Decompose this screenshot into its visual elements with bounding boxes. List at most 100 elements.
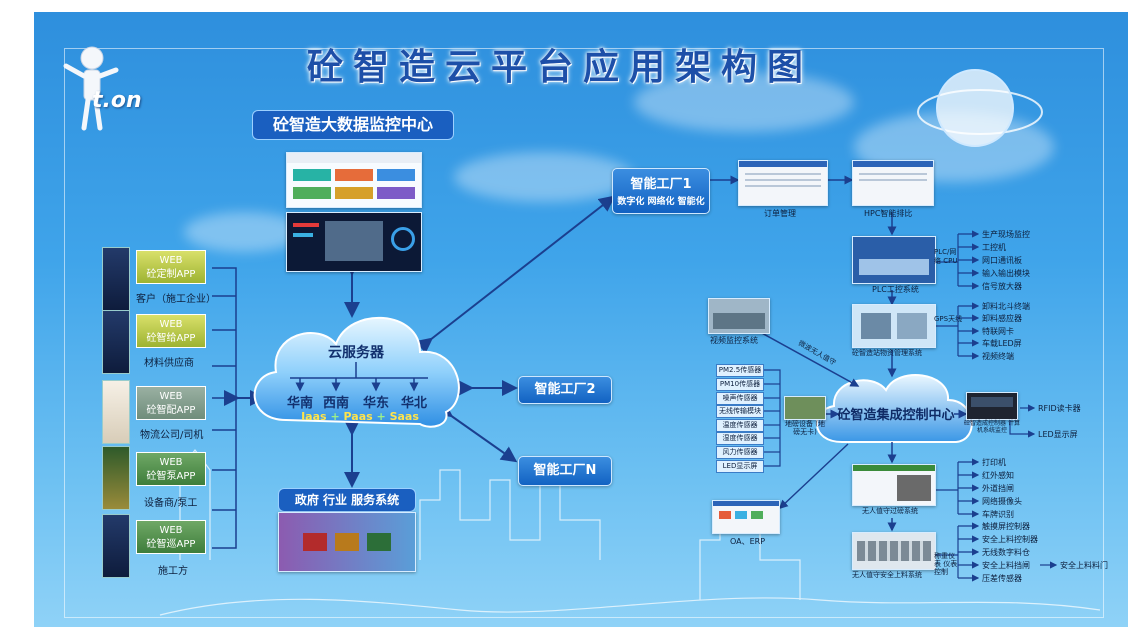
plc-item-3: 网口通讯板 [982, 256, 1022, 265]
mascot-logo: t.on [62, 44, 142, 136]
rfid-panel-note: 砼智造成控制器 计算机系统监控 [964, 420, 1020, 434]
plc-screenshot [852, 236, 936, 284]
factory-1-subtitle: 数字化 网络化 智能化 [617, 197, 705, 207]
brand-logo-text: t.on [92, 88, 142, 113]
station-item-2: 卸料感应器 [982, 314, 1022, 323]
rfid-screenshot [966, 392, 1018, 420]
factory-n-box: 智能工厂N [518, 456, 612, 486]
safety-caption: 无人值守安全上料系统 [852, 571, 922, 579]
app-phone-5 [102, 514, 130, 578]
station-item-5: 视频终端 [982, 352, 1014, 361]
region-south: 华南 [286, 396, 313, 411]
app-box-1: WEB 砼定制APP [136, 250, 206, 284]
integration-center-label: 砼智造集成控制中心 [837, 408, 955, 423]
sensor-1: PM2.5传感器 [716, 364, 764, 377]
plc-side-note: PLC/网络 CPU [934, 248, 958, 265]
unmanned-caption: 无人值守过磅系统 [862, 507, 918, 515]
globe-icon [917, 69, 1043, 147]
safety-item-3: 无线数字料仓 [982, 548, 1030, 557]
cloud-server-title: 云服务器 [328, 345, 384, 361]
order-caption: 订单管理 [764, 209, 796, 218]
oa-screenshot [712, 500, 780, 534]
app-box-4-label: WEB 砼智泵APP [146, 457, 196, 482]
plc-item-5: 信号放大器 [982, 282, 1022, 291]
app-box-4: WEB 砼智泵APP [136, 452, 206, 486]
app-box-5: WEB 砼智巡APP [136, 520, 206, 554]
plc-item-2: 工控机 [982, 243, 1006, 252]
region-southwest: 西南 [322, 396, 349, 411]
safety-item-5: 压差传感器 [982, 574, 1022, 583]
gps-side-note: GPS天线 [934, 315, 963, 323]
page-title: 砼智造云平台应用架构图 [306, 46, 813, 88]
station-item-1: 卸料北斗终端 [982, 302, 1030, 311]
safety-item-2: 安全上料控制器 [982, 535, 1038, 544]
cloud-services: Iaas + Paas + Saas [286, 410, 434, 424]
app-box-2-label: WEB 砼智给APP [146, 319, 196, 344]
app-box-3: WEB 砼智配APP [136, 386, 206, 420]
safety-screenshot [852, 532, 936, 570]
station-item-3: 特联网卡 [982, 327, 1014, 336]
video-screenshot [708, 298, 770, 334]
app-caption-3: 物流公司/司机 [140, 430, 204, 441]
region-east: 华东 [362, 396, 389, 411]
monitor-bigdata-screenshot [286, 212, 422, 272]
gate-note: 地磅设备 (地磅无卡) [785, 420, 825, 436]
sensor-7: 风力传感器 [716, 446, 764, 459]
mascot-figure-icon [63, 46, 119, 131]
app-caption-1: 客户（施工企业） [136, 294, 216, 305]
factory-1-box: 智能工厂1 数字化 网络化 智能化 [612, 168, 710, 214]
service-saas: Saas [389, 410, 419, 423]
station-caption: 砼智造站物资管理系统 [852, 349, 922, 357]
app-box-2: WEB 砼智给APP [136, 314, 206, 348]
gov-system-label: 政府 行业 服务系统 [278, 488, 416, 512]
weigh-ctrl-note: 称重仪表 仪表控制 [934, 552, 958, 576]
sensor-2: PM10传感器 [716, 378, 764, 391]
sensor-5: 温度传感器 [716, 419, 764, 432]
safety-item-1: 触摸屏控制器 [982, 522, 1030, 531]
service-iaas: Iaas [301, 410, 327, 423]
sensor-3: 噪声传感器 [716, 392, 764, 405]
plc-caption: PLC工控系统 [872, 285, 919, 294]
gate-device-screenshot [784, 396, 826, 420]
sensor-6: 湿度传感器 [716, 432, 764, 445]
unmanned-item-1: 打印机 [982, 458, 1006, 467]
sensor-4: 无线传输模块 [716, 405, 764, 418]
plc-item-1: 生产现场监控 [982, 230, 1030, 239]
video-caption: 视频监控系统 [710, 336, 758, 345]
rfid-item-2: LED显示屏 [1038, 430, 1078, 439]
app-phone-1 [102, 247, 130, 311]
plc-item-4: 输入输出模块 [982, 269, 1030, 278]
station-screenshot [852, 304, 936, 348]
unmanned-item-4: 网络摄像头 [982, 497, 1022, 506]
app-caption-5: 施工方 [158, 566, 188, 577]
unmanned-screenshot [852, 464, 936, 506]
inner-frame [64, 48, 1104, 618]
unmanned-item-2: 红外感知 [982, 471, 1014, 480]
sensor-8: LED显示屏 [716, 460, 764, 473]
app-caption-2: 材料供应商 [144, 358, 194, 369]
factory-2-box: 智能工厂2 [518, 376, 612, 404]
cloud-server-shape [253, 316, 460, 428]
oa-caption: OA、ERP [730, 537, 766, 546]
service-sep-2: + [376, 410, 386, 423]
service-paas: Paas [343, 410, 373, 423]
gov-system-screenshot [278, 512, 416, 572]
hpc-screenshot [852, 160, 934, 206]
app-caption-4: 设备商/泵工 [144, 498, 198, 509]
safety-right-item: 安全上料料门 [1060, 561, 1108, 570]
safety-item-4: 安全上料挡闸 [982, 561, 1030, 570]
monitor-dashboard-screenshot [286, 152, 422, 208]
app-box-3-label: WEB 砼智配APP [146, 391, 196, 416]
station-item-4: 车载LED屏 [982, 339, 1022, 348]
region-north: 华北 [400, 396, 427, 411]
unmanned-item-5: 车牌识别 [982, 510, 1014, 519]
factory-1-title: 智能工厂1 [630, 177, 692, 192]
monitor-center-label: 砼智造大数据监控中心 [252, 110, 454, 140]
app-phone-4 [102, 446, 130, 510]
rfid-item-1: RFID读卡器 [1038, 404, 1081, 413]
service-sep-1: + [330, 410, 340, 423]
hpc-caption: HPC智能排比 [864, 209, 913, 218]
app-phone-3 [102, 380, 130, 444]
